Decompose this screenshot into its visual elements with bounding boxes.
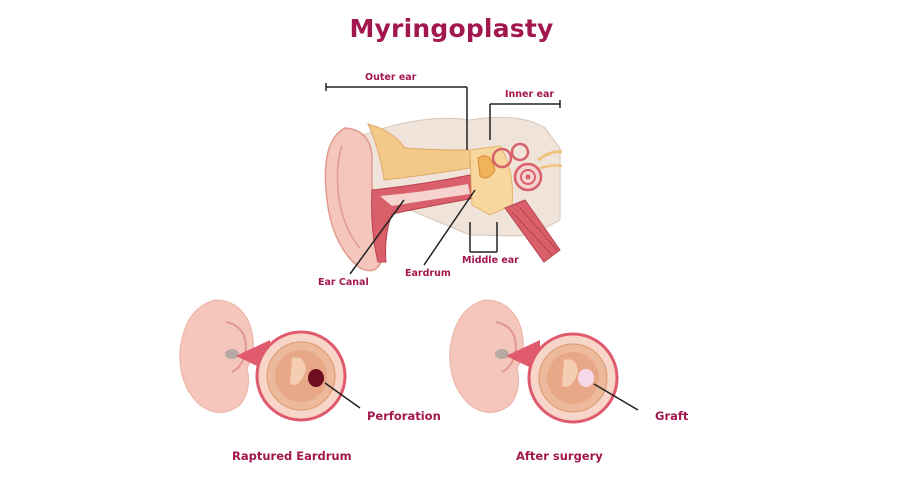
middle-ear-bracket xyxy=(469,222,498,253)
graft-label: Graft xyxy=(655,409,689,423)
eardrum-pointer xyxy=(423,189,476,266)
ear-canal-label: Ear Canal xyxy=(318,277,369,288)
perforation-hole xyxy=(308,369,324,387)
ear-anatomy-illustration xyxy=(324,116,563,272)
perforation-pointer xyxy=(324,382,361,409)
middle-ear-label: Middle ear xyxy=(462,255,519,266)
diagram-title: Myringoplasty xyxy=(349,14,554,43)
inner-ear-bracket xyxy=(489,100,561,140)
raptured-ear-illustration xyxy=(179,299,347,422)
perforation-label: Perforation xyxy=(367,409,441,423)
after-surgery-caption: After surgery xyxy=(516,449,603,463)
inner-ear-label: Inner ear xyxy=(505,89,555,100)
outer-ear-bracket xyxy=(325,83,468,150)
outer-ear-label: Outer ear xyxy=(365,72,417,83)
graft-pointer xyxy=(593,383,639,411)
raptured-eardrum-caption: Raptured Eardrum xyxy=(232,449,352,463)
ear-canal-pointer xyxy=(349,199,405,275)
eardrum-label: Eardrum xyxy=(405,268,451,279)
graft-patch xyxy=(578,369,594,387)
after-surgery-ear-illustration xyxy=(449,299,619,424)
